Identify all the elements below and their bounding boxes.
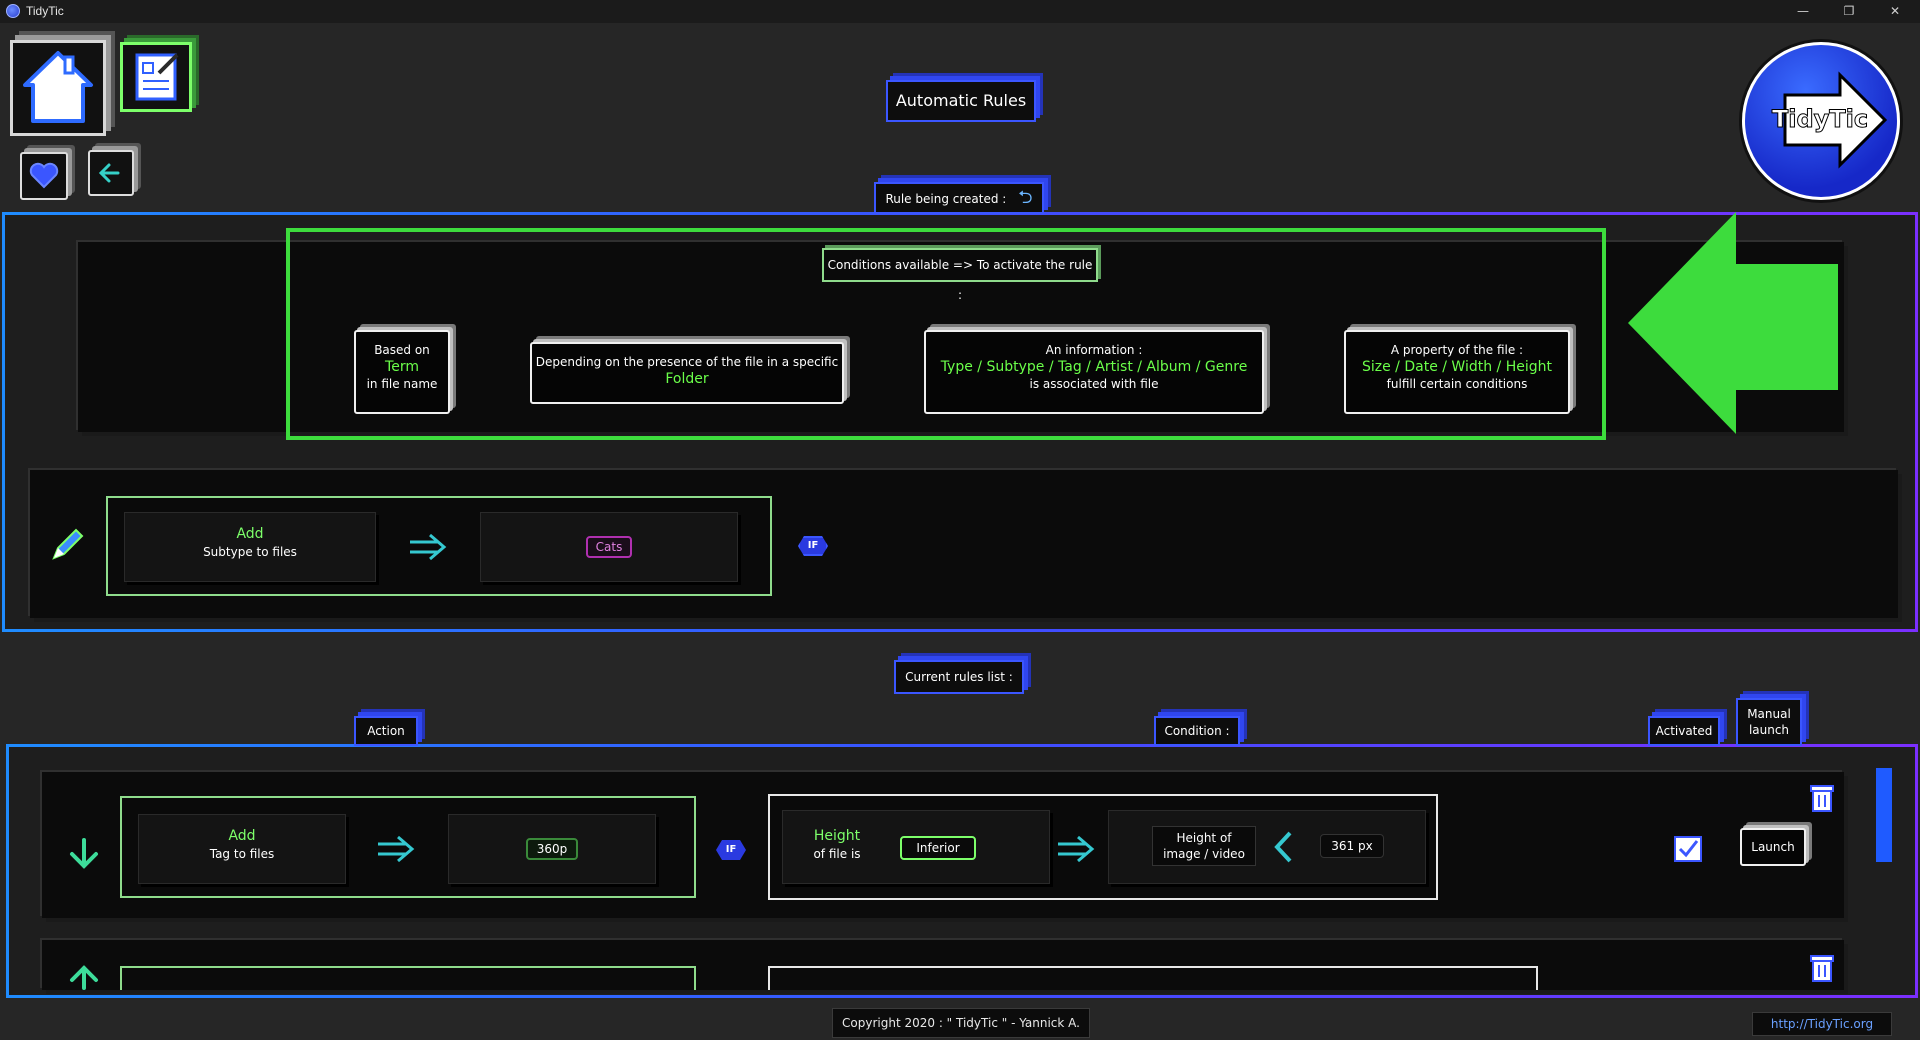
rule-being-created-label: Rule being created :	[885, 192, 1007, 206]
logo-text: TidyTic	[1771, 105, 1869, 134]
rules-editor-button[interactable]	[120, 42, 192, 112]
tidytic-logo: TidyTic	[1742, 42, 1900, 200]
row-condition-target-slot[interactable]: Height of image / video 361 px	[1108, 810, 1426, 884]
row-if-badge: IF	[716, 840, 746, 860]
arrow-left-icon	[98, 163, 120, 183]
double-arrow-right-icon	[410, 533, 447, 561]
logo-arrow-icon	[1783, 71, 1888, 169]
pencil-icon[interactable]	[48, 524, 88, 564]
draft-value-slot[interactable]: Cats	[480, 512, 738, 582]
minimize-button[interactable]: —	[1797, 4, 1809, 18]
condition-property-highlight: Size / Date / Width / Height	[1361, 359, 1552, 375]
app-icon	[6, 4, 20, 18]
condition-folder-highlight: Folder	[665, 371, 709, 387]
rules-list-scrollbar[interactable]	[1876, 768, 1892, 862]
row-condition-card	[768, 966, 1538, 990]
draft-value-chip[interactable]: Cats	[586, 536, 632, 558]
condition-information-line3: is associated with file	[1029, 377, 1159, 391]
rule-being-created-tag: Rule being created : ⮌	[874, 182, 1044, 214]
row-action-target: Tag to files	[209, 847, 275, 861]
condition-information-line1: An information :	[1045, 343, 1143, 357]
condition-property-line1: A property of the file :	[1390, 343, 1524, 357]
conditions-title: Conditions available => To activate the …	[822, 248, 1098, 302]
manual-launch-line2: launch	[1748, 723, 1790, 737]
row-value-slot[interactable]: 360p	[448, 814, 656, 884]
row-condition-operator[interactable]: Inferior	[900, 836, 976, 860]
condition-information-highlight: Type / Subtype / Tag / Artist / Album / …	[940, 359, 1248, 375]
close-button[interactable]: ✕	[1889, 4, 1901, 18]
checkmark-icon	[1678, 840, 1699, 858]
double-arrow-right-icon	[1058, 835, 1095, 863]
home-icon	[23, 51, 93, 123]
condition-property-line3: fulfill certain conditions	[1386, 377, 1528, 391]
draft-if-badge: IF	[798, 536, 828, 556]
page-title: Automatic Rules	[886, 80, 1036, 122]
copyright-text: Copyright 2020 : " TidyTic " - Yannick A…	[832, 1008, 1090, 1038]
row-action-verb: Add	[228, 828, 256, 844]
window-titlebar: TidyTic — ❐ ✕	[0, 0, 1920, 23]
document-edit-icon	[135, 53, 179, 101]
row-launch-button[interactable]: Launch	[1740, 828, 1806, 866]
condition-term-highlight: Term	[385, 359, 419, 375]
draft-action-verb: Add	[236, 526, 264, 542]
manual-launch-line1: Manual	[1747, 707, 1791, 721]
row-condition-property: Height	[813, 828, 861, 844]
less-than-icon	[1274, 831, 1292, 863]
back-button[interactable]	[88, 150, 134, 196]
table-row	[42, 940, 1844, 990]
row-value-chip[interactable]: 360p	[526, 838, 578, 860]
condition-folder-line1: Depending on the presence of the file in…	[535, 355, 839, 369]
row-action-slot[interactable]: Add Tag to files	[138, 814, 346, 884]
trash-icon[interactable]	[1808, 782, 1836, 814]
draft-action-target: Subtype to files	[203, 545, 297, 559]
column-action-header: Action	[354, 716, 418, 746]
conditions-highlight-frame	[286, 228, 1606, 440]
row-condition-value[interactable]: 361 px	[1320, 834, 1384, 858]
condition-property-button[interactable]: A property of the file : Size / Date / W…	[1344, 330, 1570, 414]
website-link[interactable]: http://TidyTic.org	[1752, 1012, 1892, 1036]
row-condition-target[interactable]: Height of image / video	[1152, 826, 1256, 866]
favorites-button[interactable]	[20, 152, 68, 200]
undo-icon[interactable]: ⮌	[1018, 187, 1033, 208]
column-manual-launch-header: Manual launch	[1736, 698, 1802, 746]
row-condition-target-line2: image / video	[1163, 847, 1245, 861]
arrow-down-icon[interactable]	[64, 834, 104, 874]
heart-icon	[29, 162, 59, 189]
draft-action-slot[interactable]: Add Subtype to files	[124, 512, 376, 582]
double-arrow-right-icon	[378, 835, 415, 863]
column-activated-header: Activated	[1648, 716, 1720, 746]
condition-term-button[interactable]: Based on Term in file name	[354, 330, 450, 414]
row-condition-target-line1: Height of	[1176, 831, 1232, 845]
arrow-up-icon[interactable]	[64, 962, 104, 990]
row-action-card	[120, 966, 696, 990]
row-activated-checkbox[interactable]	[1674, 836, 1702, 862]
home-button[interactable]	[10, 40, 106, 136]
window-title: TidyTic	[26, 4, 64, 18]
condition-information-button[interactable]: An information : Type / Subtype / Tag / …	[924, 330, 1264, 414]
row-condition-property-sub: of file is	[813, 847, 861, 861]
big-green-arrow-icon	[1628, 212, 1838, 434]
current-rules-tag: Current rules list :	[894, 660, 1024, 694]
row-condition-property-slot[interactable]: Height of file is Inferior	[782, 810, 1050, 884]
maximize-button[interactable]: ❐	[1843, 4, 1855, 18]
condition-term-line3: in file name	[366, 377, 438, 391]
condition-folder-button[interactable]: Depending on the presence of the file in…	[530, 342, 844, 404]
trash-icon[interactable]	[1808, 952, 1836, 984]
column-condition-header: Condition :	[1154, 716, 1240, 746]
condition-term-line1: Based on	[374, 343, 430, 357]
